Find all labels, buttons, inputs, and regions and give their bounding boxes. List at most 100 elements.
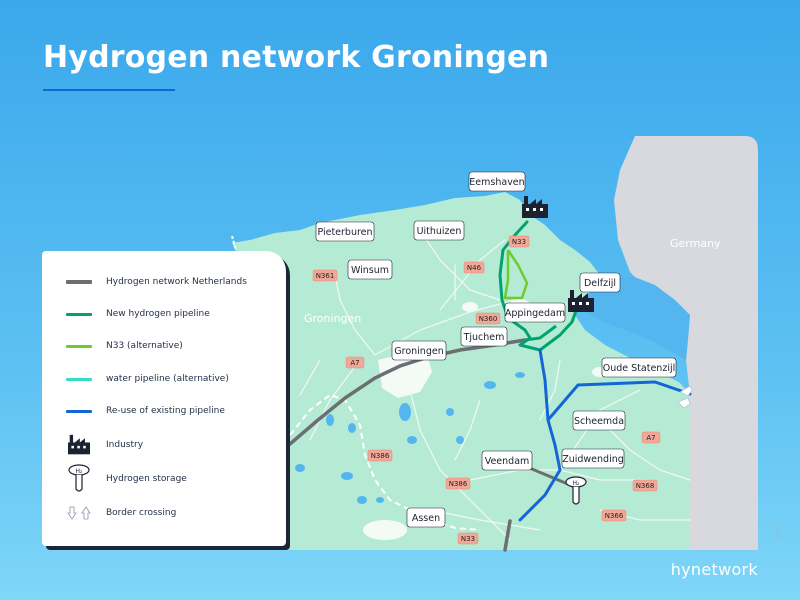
legend-label-reuse: Re-use of existing pipeline [106, 406, 225, 416]
legend-item-storage: H₂ Hydrogen storage [66, 464, 187, 494]
legend-label-water: water pipeline (alternative) [106, 374, 229, 384]
road-shield-n361: N361 [312, 269, 338, 282]
city-eemshaven: Eemshaven [468, 171, 526, 192]
legend-swatch-new [66, 312, 92, 316]
city-appingedam: Appingedam [504, 302, 566, 323]
road-shield-n33-north: N33 [508, 235, 530, 248]
road-shield-n46: N46 [463, 261, 485, 274]
svg-text:Zuidwending: Zuidwending [562, 454, 624, 465]
lakes [295, 339, 525, 504]
brand-logo: hynetwork [670, 560, 758, 579]
svg-text:N361: N361 [316, 272, 335, 280]
road-shield-n366: N366 [601, 509, 627, 522]
road-shield-n386-west: N386 [367, 449, 393, 462]
legend-swatch-reuse [66, 409, 92, 413]
svg-text:Veendam: Veendam [485, 456, 530, 467]
city-veendam: Veendam [481, 450, 533, 471]
svg-text:Uithuizen: Uithuizen [417, 226, 462, 237]
svg-text:Tjuchem: Tjuchem [463, 332, 505, 343]
legend-panel: Hydrogen network Netherlands New hydroge… [42, 251, 286, 546]
legend-border-crossing-icon [66, 501, 92, 525]
svg-text:N33: N33 [461, 535, 475, 543]
border-crossing-icon [677, 385, 693, 409]
reuse-pipeline [518, 348, 562, 522]
national-network [288, 338, 527, 446]
svg-text:Eemshaven: Eemshaven [469, 177, 524, 188]
hydrogen-storage-icon: H₂ [565, 476, 587, 505]
legend-industry-icon [66, 433, 92, 457]
legend-swatch-n33alt [66, 344, 92, 348]
road-shield-n360: N360 [475, 312, 501, 325]
dollard-bay [582, 276, 690, 360]
road-shield-a7-east: A7 [641, 431, 661, 444]
svg-text:A7: A7 [350, 359, 359, 367]
svg-text:Groningen: Groningen [394, 346, 443, 357]
legend-item-national: Hydrogen network Netherlands [66, 272, 247, 292]
title-underline [43, 89, 175, 91]
svg-text:A7: A7 [646, 434, 655, 442]
svg-text:N46: N46 [467, 264, 482, 272]
legend-swatch-water [66, 377, 92, 381]
industry-icon-eemshaven [522, 196, 548, 218]
legend-label-new: New hydrogen pipeline [106, 309, 210, 319]
legend-label-storage: Hydrogen storage [106, 474, 187, 484]
city-tjuchem: Tjuchem [460, 326, 508, 347]
city-scheemda: Scheemda [572, 410, 626, 431]
legend-item-water: water pipeline (alternative) [66, 369, 229, 389]
svg-text:Pieterburen: Pieterburen [317, 227, 372, 238]
n33-alternative-pipeline [503, 249, 529, 300]
svg-text:N33: N33 [512, 238, 526, 246]
svg-text:H₂: H₂ [76, 468, 84, 475]
legend-label-industry: Industry [106, 440, 144, 450]
legend-item-new: New hydrogen pipeline [66, 304, 210, 324]
svg-text:N360: N360 [479, 315, 498, 323]
svg-text:Winsum: Winsum [351, 265, 389, 276]
region-germany: Germany [670, 237, 721, 250]
coast-tick [231, 235, 237, 251]
legend-item-industry: Industry [66, 431, 143, 459]
urban-areas [363, 299, 608, 540]
page-title: Hydrogen network Groningen [43, 40, 550, 75]
svg-text:Assen: Assen [412, 513, 440, 524]
svg-text:N366: N366 [605, 512, 624, 520]
footnote: SR-2019 [775, 522, 781, 539]
city-uithuizen: Uithuizen [413, 220, 465, 241]
legend-storage-icon: H₂ [66, 464, 92, 492]
new-pipeline [498, 220, 580, 352]
legend-item-n33alt: N33 (alternative) [66, 336, 183, 356]
city-pieterburen: Pieterburen [315, 221, 375, 242]
legend-swatch-national [66, 280, 92, 284]
legend-item-reuse: Re-use of existing pipeline [66, 401, 225, 421]
new-pipeline-east [524, 324, 557, 342]
svg-text:Appingedam: Appingedam [505, 308, 565, 319]
svg-text:N368: N368 [636, 482, 655, 490]
svg-text:Delfzijl: Delfzijl [584, 278, 616, 289]
germany-area [614, 136, 758, 550]
road-shield-n386-mid: N386 [445, 477, 471, 490]
svg-text:N386: N386 [371, 452, 390, 460]
industry-icon-delfzijl [568, 290, 594, 312]
city-oude-statenzijl: Oude Statenzijl [601, 357, 677, 378]
region-groningen: Groningen [304, 312, 361, 325]
road-shield-n368: N368 [632, 479, 658, 492]
legend-item-border: Border crossing [66, 503, 176, 523]
city-labels: Eemshaven Pieterburen Uithuizen Winsum D… [315, 171, 677, 528]
city-delfzijl: Delfzijl [579, 272, 621, 293]
reuse-pipeline-east [546, 380, 692, 422]
national-network-south [503, 519, 512, 552]
legend-label-n33alt: N33 (alternative) [106, 341, 183, 351]
svg-text:Oude Statenzijl: Oude Statenzijl [603, 363, 675, 374]
svg-text:H₂: H₂ [573, 480, 581, 487]
legend-label-border: Border crossing [106, 508, 177, 518]
road-shields: N33 N361 N46 N360 A7 A7 N386 N386 N368 N… [312, 235, 661, 545]
city-groningen: Groningen [391, 340, 447, 361]
city-zuidwending: Zuidwending [561, 448, 625, 469]
svg-text:N386: N386 [449, 480, 468, 488]
road-shield-a7-west: A7 [345, 356, 365, 369]
legend-label-national: Hydrogen network Netherlands [106, 277, 247, 287]
road-shield-n33-south: N33 [457, 532, 479, 545]
city-winsum: Winsum [347, 259, 393, 280]
city-assen: Assen [406, 507, 446, 528]
svg-text:Scheemda: Scheemda [574, 416, 624, 427]
